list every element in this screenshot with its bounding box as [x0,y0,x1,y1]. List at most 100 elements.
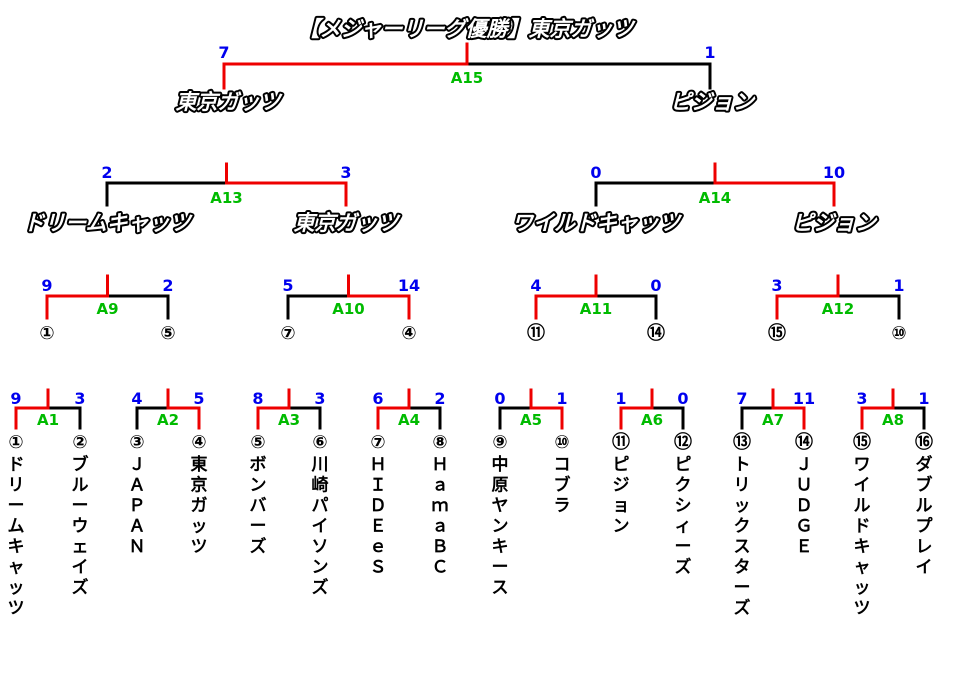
r2-match-3-left-seed: ⑪ [527,322,545,344]
team-15-name-char: キ [854,537,871,557]
team-15-name: ワイルドキャッツ [854,455,871,619]
team-8-number: ⑧ [432,432,447,453]
team-9-name-char: ン [492,517,509,537]
team-9-name-char: 中 [492,454,509,475]
team-13-name-char: ー [734,578,751,598]
team-4-name-char: ッ [191,517,208,537]
r1-match-1-label: A1 [37,411,59,429]
team-13-name-char: ズ [734,598,751,619]
team-9-name-char: ヤ [492,496,509,516]
team-4-name: 東京ガッツ [191,454,208,557]
r1-match-8-right-score: 1 [918,389,929,408]
team-10-name-char: コ [554,455,571,475]
r2-match-1-right-score: 2 [162,276,173,295]
r3-match-1-right-score: 3 [340,163,351,182]
team-13-name-char: リ [734,476,751,496]
team-7-number: ⑦ [370,432,385,453]
team-9-name-char: ス [492,578,509,598]
team-2-name-char: ブ [72,454,89,475]
team-5-name: ボンバーズ [250,455,267,557]
r3-match-2-right-score: 10 [823,163,845,182]
team-14-name-char: Ｅ [796,537,813,557]
r1-match-5-left-score: 0 [494,389,505,408]
team-3-name-char: Ｊ [129,455,146,475]
team-14-name-char: Ｊ [796,455,813,475]
team-7-name-char: Ｉ [370,476,387,496]
team-12-name-char: ピ [675,455,692,475]
team-14-name: ＪＵＤＧＥ [796,455,813,557]
r1-match-6-label: A6 [641,411,663,429]
team-15-name-char: ド [854,517,871,537]
team-1-name-char: ツ [8,599,25,619]
team-4-name-char: ガ [191,496,208,516]
team-6-name-char: ズ [312,577,329,598]
team-2-name-char: ェ [72,537,89,557]
team-12-name: ピクシィーズ [675,455,692,578]
team-5-name-char: ン [250,476,267,496]
team-16-number: ⑯ [915,431,933,453]
final-right-name: ピジョン [670,90,756,114]
team-14-name-char: Ｄ [796,496,813,516]
r2-match-4-right-seed: ⑩ [891,323,906,344]
team-16-name-char: プ [916,516,934,537]
team-13-name-char: ク [734,517,751,537]
final-left-name: 東京ガッツ [176,90,284,114]
team-13-number: ⑬ [733,431,751,453]
team-9-name: 中原ヤンキース [492,454,509,598]
team-6-name-char: 川 [311,455,329,475]
team-4-number: ④ [191,432,206,453]
team-8-name-char: ｍ [432,496,449,516]
team-8-name-char: ａ [432,476,449,496]
team-13-name: トリックスターズ [734,455,751,619]
team-6-name-char: ン [312,558,329,578]
team-2-name: ブルーウェイズ [72,454,89,598]
team-16-name-char: ブ [916,475,933,496]
team-5-name-char: ー [250,517,267,537]
team-1-name-char: キ [8,537,25,557]
r3-match-1-right-name: 東京ガッツ [294,211,402,235]
team-9-number: ⑨ [492,432,507,453]
team-12-name-char: ー [675,537,692,557]
bracket-lines [14,42,926,430]
team-2-number: ② [72,432,87,453]
r1-match-7-label: A7 [762,411,784,429]
team-12-name-char: ク [675,476,692,496]
team-7-name-char: Ｈ [370,455,387,475]
r1-match-1-right-score: 3 [74,389,85,408]
r1-match-3-left-score: 8 [252,389,263,408]
team-15-name-char: ワ [854,455,871,475]
r1-match-2-right-score: 5 [193,389,204,408]
r1-match-4-label: A4 [398,411,420,429]
team-2-name-char: ズ [72,577,89,598]
r3-match-2-right-name: ピジョン [792,211,878,235]
team-5-number: ⑤ [250,432,265,453]
r1-match-8-label: A8 [882,411,904,429]
team-15-name-char: ツ [854,599,871,619]
team-1-name-char: ー [8,496,25,516]
team-6-name: 川崎パイソンズ [311,455,329,598]
team-14-number: ⑭ [795,431,813,453]
team-11-name: ピジョン [613,455,630,537]
r1-match-7-right-score: 11 [793,389,815,408]
team-16-name-char: ダ [916,454,933,475]
team-3-name-char: Ｐ [129,496,146,516]
team-6-name-char: パ [312,496,329,516]
r1-match-8-left-score: 3 [856,389,867,408]
team-12-name-char: シ [675,496,692,516]
team-14-name-char: Ｇ [796,517,813,537]
r2-match-2-right-score: 14 [398,276,420,295]
r1-match-1-left-score: 9 [10,389,21,408]
r1-match-3-right-score: 3 [314,389,325,408]
team-2-name-char: ー [72,496,89,516]
bracket-title: 【メジャーリーグ優勝】東京ガッツ [299,17,637,41]
team-15-name-char: イ [854,476,871,496]
team-10-name-char: ラ [554,496,571,516]
team-7-name-char: Ｄ [370,496,387,516]
r3-match-1-label: A13 [210,189,242,207]
team-16-name-char: イ [916,558,933,578]
r2-match-1-left-score: 9 [41,276,52,295]
team-11-name-char: ピ [613,455,630,475]
team-6-name-char: ソ [312,537,329,557]
